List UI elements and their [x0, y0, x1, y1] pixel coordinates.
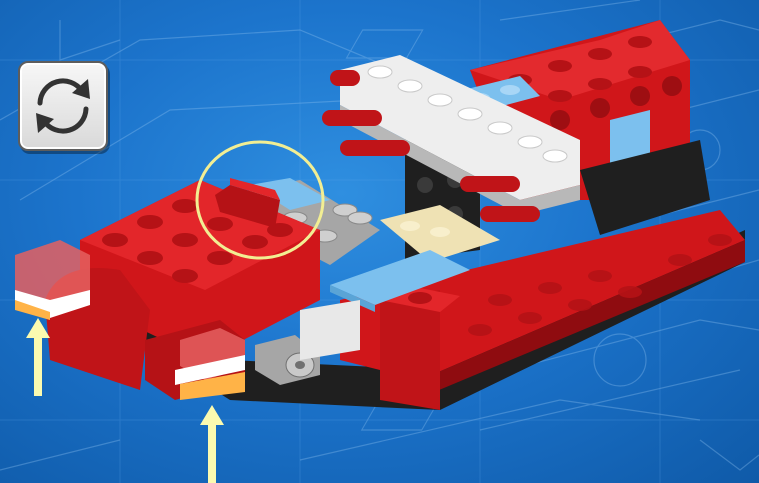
highlight-circle [190, 135, 330, 265]
hint-arrow-front [198, 405, 226, 483]
rotate-view-button[interactable] [18, 61, 108, 151]
rotate-icon [20, 63, 106, 149]
hint-arrow-left [24, 318, 52, 398]
